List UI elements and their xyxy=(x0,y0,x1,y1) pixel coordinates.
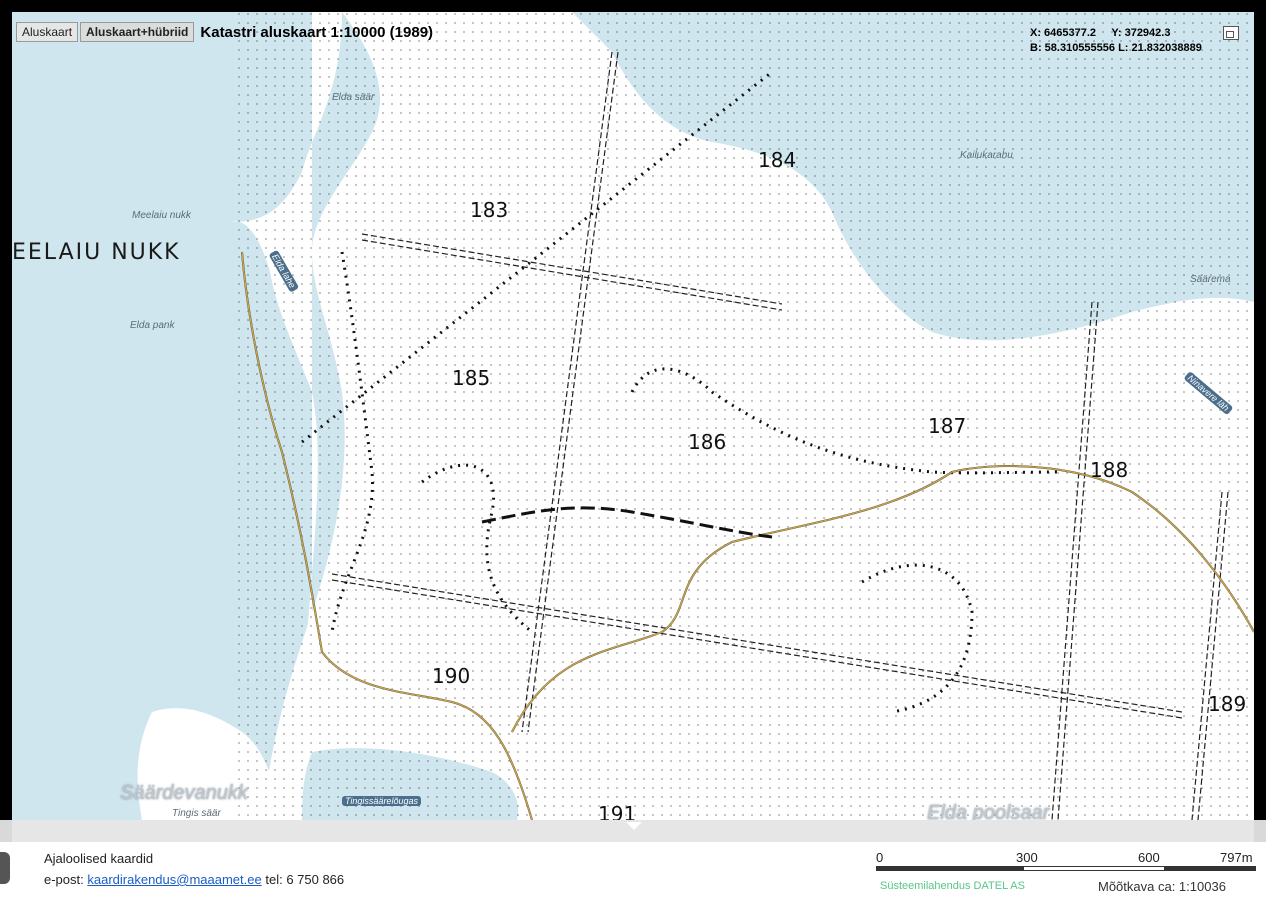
parcel-185: 185 xyxy=(452,366,491,390)
parcel-189: 189 xyxy=(1208,692,1247,716)
coord-b: B: 58.310555556 xyxy=(1030,42,1116,54)
coord-l: L: 21.832038889 xyxy=(1118,42,1202,54)
scale-line xyxy=(876,866,1260,871)
parcel-187: 187 xyxy=(928,414,967,438)
coord-x: X: 6465377.2 xyxy=(1030,27,1097,39)
place-meelaiu-nukk: Meelaiu nukk xyxy=(132,210,191,221)
parcel-borders xyxy=(301,70,1063,714)
scale-label-300: 300 xyxy=(1016,850,1038,865)
scale-label-0: 0 xyxy=(876,850,884,865)
map-title: Katastri aluskaart 1:10000 (1989) xyxy=(200,23,434,41)
footer: Ajaloolised kaardid e-post: kaardirakend… xyxy=(0,842,1266,903)
scale-label-797: 797m xyxy=(1220,850,1253,865)
aluskaart-button[interactable]: Aluskaart xyxy=(16,22,79,42)
place-elda-poolsaar: Elda poolsaar xyxy=(927,802,1050,820)
parcel-186: 186 xyxy=(688,430,727,454)
place-saaremaa: Säärema xyxy=(1190,274,1231,285)
map-layer-switcher: Aluskaart Aluskaart+hübriid Katastri alu… xyxy=(16,22,433,42)
map-viewport[interactable]: Aluskaart Aluskaart+hübriid Katastri alu… xyxy=(12,12,1254,820)
datel-credit: Süsteemilahendus DATEL AS xyxy=(880,880,1025,892)
collapse-arrow-icon[interactable] xyxy=(626,822,642,830)
parcel-184: 184 xyxy=(758,148,797,172)
parcel-190: 190 xyxy=(432,664,471,688)
map-bottom-strip xyxy=(12,820,1254,842)
footer-title: Ajaloolised kaardid xyxy=(44,851,154,866)
parcel-183: 183 xyxy=(470,198,509,222)
place-kailukarahu: Kailukarahu xyxy=(960,150,1013,161)
scale-label-600: 600 xyxy=(1138,850,1160,865)
place-saardevanukk: Säärdevanukk xyxy=(120,782,248,804)
coord-y: Y: 372942.3 xyxy=(1111,27,1171,39)
parcel-188: 188 xyxy=(1090,458,1129,482)
place-elda-saar: Elda säär xyxy=(332,92,375,103)
water-label-tingis: Tingissäärelõugas xyxy=(342,796,421,806)
panel-handle-icon[interactable] xyxy=(0,852,10,884)
place-meelaiu-nukk-big: EELAIU NUKK xyxy=(12,240,181,265)
footer-contact: e-post: kaardirakendus@maaamet.ee tel: 6… xyxy=(44,872,344,887)
email-link[interactable]: kaardirakendus@maaamet.ee xyxy=(87,872,262,887)
parcel-191: 191 xyxy=(598,802,637,820)
aluskaart-hybrid-button[interactable]: Aluskaart+hübriid xyxy=(80,22,195,42)
contact-prefix: e-post: xyxy=(44,872,84,887)
place-elda-pank: Elda pank xyxy=(130,320,175,331)
coordinate-readout: X: 6465377.2 Y: 372942.3 B: 58.310555556… xyxy=(1030,26,1202,56)
boundary-lines xyxy=(331,51,1229,820)
scale-text: Mõõtkava ca: 1:10036 xyxy=(1098,879,1226,894)
scale-bar: 0 300 600 797m xyxy=(876,850,1260,871)
window-frame-top xyxy=(0,0,1266,12)
phone-text: tel: 6 750 866 xyxy=(265,872,345,887)
place-tingis: Tingis säär xyxy=(172,808,221,819)
window-frame-left xyxy=(0,0,12,903)
map-canvas[interactable] xyxy=(12,12,1254,820)
fullscreen-icon[interactable] xyxy=(1223,26,1239,40)
window-frame-right xyxy=(1254,0,1266,903)
